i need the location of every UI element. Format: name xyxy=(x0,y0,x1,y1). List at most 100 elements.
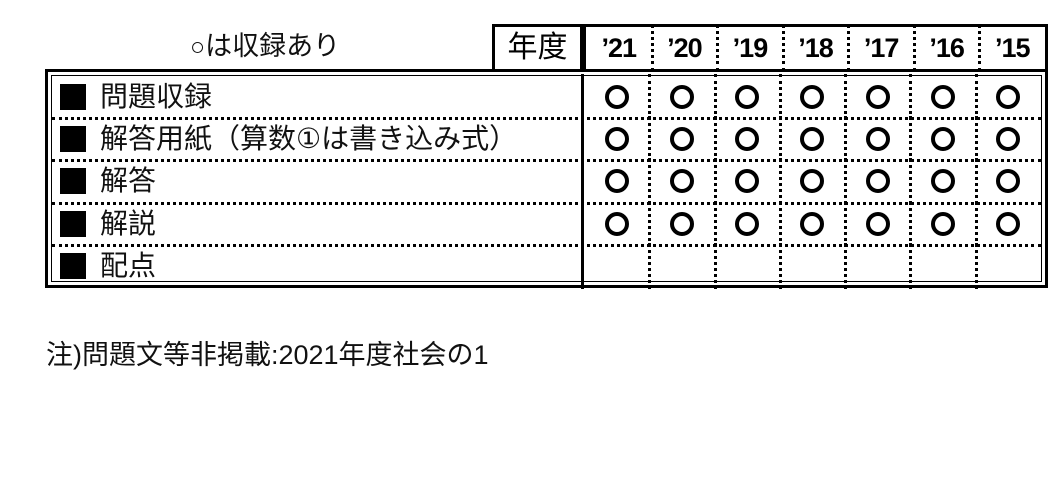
circle-mark-icon xyxy=(996,211,1021,236)
circle-mark-icon xyxy=(800,169,825,194)
table-row: 解答 xyxy=(52,158,1041,205)
coverage-cell xyxy=(844,158,910,205)
circle-mark-icon xyxy=(604,127,629,152)
circle-mark-icon xyxy=(604,85,629,110)
circle-mark-icon xyxy=(865,169,890,194)
row-label-cell: 解答 xyxy=(52,158,584,205)
circle-mark-icon xyxy=(931,85,956,110)
row-label-text: 問題収録 xyxy=(100,81,213,113)
circle-mark-icon xyxy=(931,169,956,194)
legend: ○は収録あり xyxy=(190,29,340,64)
circle-mark-icon xyxy=(735,169,760,194)
filled-square-icon xyxy=(60,210,86,237)
circle-mark-icon xyxy=(996,127,1021,152)
circle-mark-icon xyxy=(604,169,629,194)
filled-square-icon xyxy=(60,126,86,153)
circle-mark-icon xyxy=(800,127,825,152)
coverage-cell xyxy=(844,73,910,121)
coverage-cell xyxy=(844,200,910,247)
coverage-cell xyxy=(909,116,975,163)
circle-mark-icon xyxy=(996,169,1021,194)
row-label-cell: 解説 xyxy=(52,200,584,247)
table-row: 解答用紙（算数①は書き込み式） xyxy=(52,116,1041,163)
coverage-cell xyxy=(909,242,975,290)
circle-mark-icon xyxy=(735,211,760,236)
row-label-text: 解答用紙（算数①は書き込み式） xyxy=(100,123,518,155)
coverage-cell xyxy=(713,116,780,163)
coverage-cell xyxy=(974,73,1041,121)
year-header-cell: ’15 xyxy=(978,24,1045,72)
circle-mark-icon xyxy=(865,211,890,236)
coverage-cell xyxy=(648,116,714,163)
filled-square-icon xyxy=(60,84,86,111)
coverage-cell xyxy=(844,116,910,163)
year-header-cell: ’21 xyxy=(601,32,638,63)
year-header-row: ’21’20’19’18’17’16’15 xyxy=(583,24,1048,72)
year-header-label: 年度 xyxy=(507,31,568,64)
row-label-cell: 配点 xyxy=(52,242,584,290)
legend-text: は収録あり xyxy=(205,31,341,61)
row-label-text: 配点 xyxy=(100,249,157,281)
coverage-cell xyxy=(648,200,714,247)
coverage-cell xyxy=(648,242,714,290)
coverage-cell xyxy=(974,116,1041,163)
table-row: 解説 xyxy=(52,200,1041,247)
circle-mark-icon xyxy=(931,211,956,236)
coverage-table: 問題収録解答用紙（算数①は書き込み式） 解答解説配点 xyxy=(45,69,1048,290)
circle-mark-icon xyxy=(669,211,694,236)
coverage-cell xyxy=(584,160,649,202)
coverage-cell xyxy=(909,158,975,205)
circle-mark-icon xyxy=(669,169,694,194)
coverage-cell xyxy=(584,203,649,245)
coverage-cell xyxy=(778,73,845,121)
coverage-cell xyxy=(909,73,975,121)
row-data-cells xyxy=(584,200,1041,247)
year-header-cell: ’16 xyxy=(912,24,980,72)
year-header-cell: ’18 xyxy=(781,24,849,72)
row-label-cell: 解答用紙（算数①は書き込み式） xyxy=(52,116,584,163)
circle-mark-icon xyxy=(865,127,890,152)
circle-mark-icon xyxy=(800,85,825,110)
circle-mark-icon xyxy=(800,211,825,236)
row-data-cells xyxy=(584,116,1041,163)
coverage-cell xyxy=(974,242,1041,290)
filled-square-icon xyxy=(60,168,86,195)
coverage-cell xyxy=(778,242,845,290)
circle-mark-icon xyxy=(735,127,760,152)
circle-mark-icon xyxy=(669,85,694,110)
coverage-cell xyxy=(584,76,649,118)
table-row: 問題収録 xyxy=(52,73,1041,121)
row-data-cells xyxy=(584,158,1041,205)
coverage-cell xyxy=(844,242,910,290)
row-label-text: 解説 xyxy=(100,207,157,239)
circle-mark-icon xyxy=(996,85,1021,110)
legend-ring-icon: ○ xyxy=(190,33,206,61)
coverage-cell xyxy=(648,158,714,205)
coverage-cell xyxy=(909,200,975,247)
row-data-cells xyxy=(584,73,1041,121)
coverage-cell xyxy=(713,158,780,205)
coverage-cell xyxy=(713,200,780,247)
coverage-cell xyxy=(584,245,649,287)
row-label-text: 解答 xyxy=(100,165,157,197)
coverage-cell xyxy=(713,73,780,121)
coverage-cell xyxy=(974,158,1041,205)
circle-mark-icon xyxy=(735,85,760,110)
coverage-cell xyxy=(974,200,1041,247)
year-header-cell: ’19 xyxy=(716,24,783,72)
circle-mark-icon xyxy=(865,85,890,110)
circle-mark-icon xyxy=(669,127,694,152)
year-header-cell: ’17 xyxy=(847,24,914,72)
circle-mark-icon xyxy=(604,211,629,236)
coverage-cell xyxy=(778,200,845,247)
coverage-cell xyxy=(778,116,845,163)
coverage-cell xyxy=(778,158,845,205)
filled-square-icon xyxy=(60,252,86,279)
coverage-cell xyxy=(713,242,780,290)
table-row: 配点 xyxy=(52,242,1041,290)
coverage-cell xyxy=(584,118,649,160)
coverage-table-inner: 問題収録解答用紙（算数①は書き込み式） 解答解説配点 xyxy=(51,73,1042,290)
row-label-cell: 問題収録 xyxy=(52,73,584,121)
footnote: 注)問題文等非掲載:2021年度社会の1 xyxy=(46,340,489,370)
year-header-cap: 年度 xyxy=(492,24,583,72)
